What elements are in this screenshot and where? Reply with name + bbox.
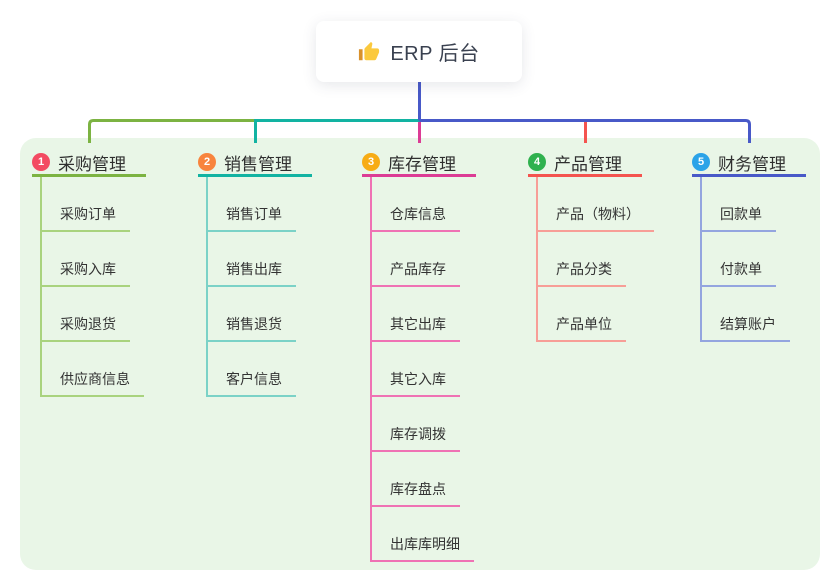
branch-node-inventory[interactable]: 3 库存管理 [362,150,476,177]
branch-children: 回款单 付款单 结算账户 [700,177,806,342]
branch-node-finance[interactable]: 5 财务管理 [692,150,806,177]
thumbs-up-icon [359,41,380,60]
root-node-label: ERP 后台 [390,43,480,65]
branch-product: 4 产品管理 产品（物料） 产品分类 产品单位 [528,150,654,342]
child-node[interactable]: 库存调拨 [372,424,460,452]
child-row: 产品（物料） [538,177,654,232]
child-row: 采购订单 [42,177,146,232]
branch-label: 采购管理 [58,154,126,174]
child-node[interactable]: 回款单 [702,204,776,232]
branch-label: 财务管理 [718,154,786,174]
child-node[interactable]: 采购退货 [42,314,130,342]
child-row: 采购退货 [42,287,146,342]
child-node[interactable]: 销售退货 [208,314,296,342]
priority-badge-4: 4 [528,153,546,171]
child-row: 供应商信息 [42,342,146,397]
branch-label: 产品管理 [554,154,622,174]
child-row: 采购入库 [42,232,146,287]
child-row: 产品库存 [372,232,476,287]
child-row: 出库库明细 [372,507,476,562]
branch-node-purchase[interactable]: 1 采购管理 [32,150,146,177]
child-row: 其它入库 [372,342,476,397]
priority-badge-5: 5 [692,153,710,171]
child-node[interactable]: 产品库存 [372,259,460,287]
child-row: 库存调拨 [372,397,476,452]
priority-badge-2: 2 [198,153,216,171]
branch-purchase: 1 采购管理 采购订单 采购入库 采购退货 供应商信息 [32,150,146,397]
child-node[interactable]: 供应商信息 [42,369,144,397]
branch-node-product[interactable]: 4 产品管理 [528,150,642,177]
child-row: 付款单 [702,232,806,287]
child-node[interactable]: 产品（物料） [538,204,654,232]
child-node[interactable]: 产品分类 [538,259,626,287]
mindmap-canvas [20,138,820,570]
priority-badge-1: 1 [32,153,50,171]
branch-label: 库存管理 [388,154,456,174]
branch-node-sales[interactable]: 2 销售管理 [198,150,312,177]
child-node[interactable]: 其它入库 [372,369,460,397]
branch-sales: 2 销售管理 销售订单 销售出库 销售退货 客户信息 [198,150,312,397]
child-row: 结算账户 [702,287,806,342]
child-node[interactable]: 其它出库 [372,314,460,342]
branch-inventory: 3 库存管理 仓库信息 产品库存 其它出库 其它入库 库存调拨 库存盘点 出库库… [362,150,476,562]
child-node[interactable]: 库存盘点 [372,479,460,507]
branch-children: 产品（物料） 产品分类 产品单位 [536,177,654,342]
branch-finance: 5 财务管理 回款单 付款单 结算账户 [692,150,806,342]
child-row: 其它出库 [372,287,476,342]
child-row: 客户信息 [208,342,312,397]
branch-children: 仓库信息 产品库存 其它出库 其它入库 库存调拨 库存盘点 出库库明细 [370,177,476,562]
child-node[interactable]: 采购入库 [42,259,130,287]
child-node[interactable]: 销售出库 [208,259,296,287]
priority-badge-3: 3 [362,153,380,171]
root-node[interactable]: ERP 后台 [316,21,522,82]
child-node[interactable]: 采购订单 [42,204,130,232]
child-node[interactable]: 销售订单 [208,204,296,232]
child-row: 产品分类 [538,232,642,287]
child-row: 产品单位 [538,287,642,342]
child-row: 回款单 [702,177,806,232]
child-node[interactable]: 客户信息 [208,369,296,397]
child-node[interactable]: 出库库明细 [372,534,474,562]
child-row: 销售出库 [208,232,312,287]
branch-label: 销售管理 [224,154,292,174]
branch-children: 采购订单 采购入库 采购退货 供应商信息 [40,177,146,397]
child-row: 销售退货 [208,287,312,342]
child-row: 销售订单 [208,177,312,232]
child-row: 仓库信息 [372,177,476,232]
child-node[interactable]: 付款单 [702,259,776,287]
branch-children: 销售订单 销售出库 销售退货 客户信息 [206,177,312,397]
child-row: 库存盘点 [372,452,476,507]
child-node[interactable]: 产品单位 [538,314,626,342]
child-node[interactable]: 仓库信息 [372,204,460,232]
child-node[interactable]: 结算账户 [702,314,790,342]
